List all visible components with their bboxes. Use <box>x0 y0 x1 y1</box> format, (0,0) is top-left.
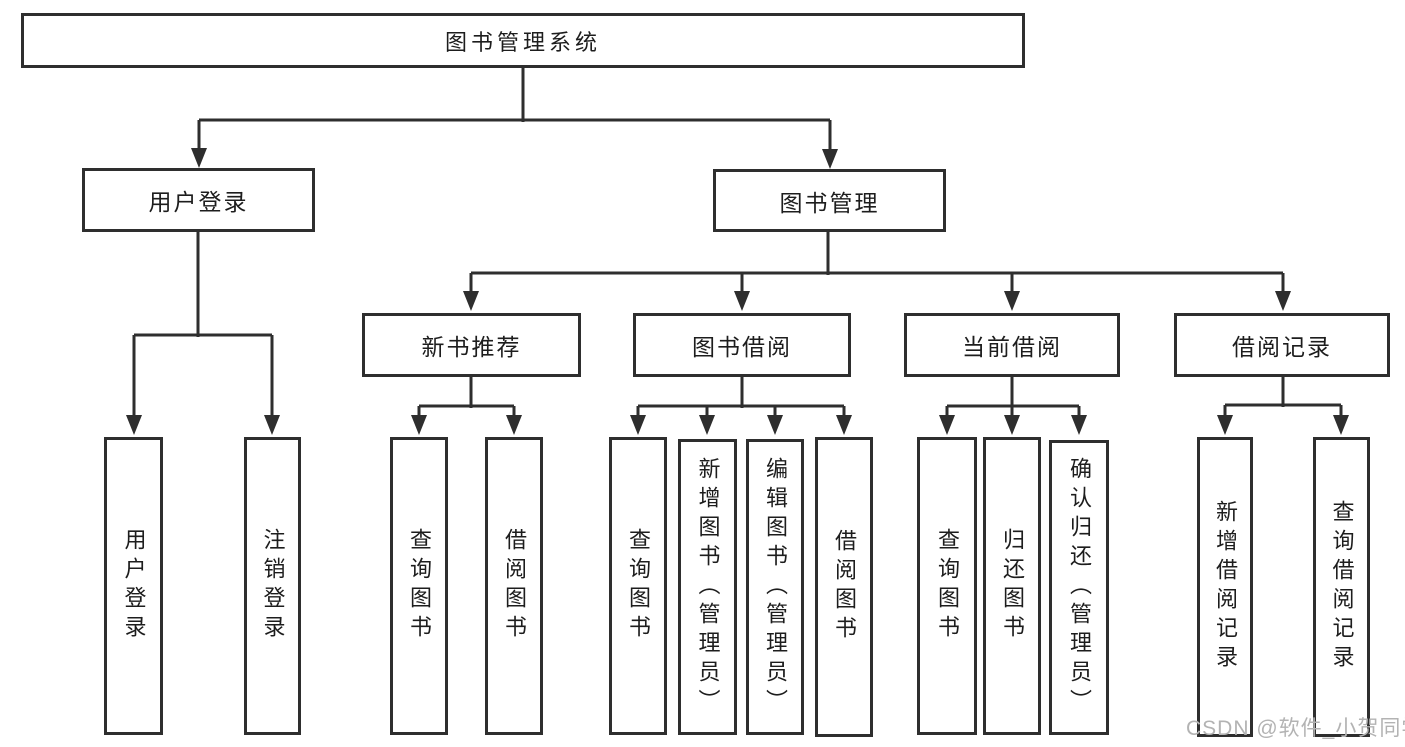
leaf-br-query-record: 查询借阅记录 <box>1313 437 1370 737</box>
leaf-bb-edit-book: 编辑图书（管理员） <box>746 439 804 735</box>
leaf-user-login: 用户登录 <box>104 437 163 735</box>
node-root-label: 图书管理系统 <box>444 29 601 55</box>
leaf-br-add-record: 新增借阅记录 <box>1197 437 1253 737</box>
leaf-nbr-query-book-label: 查询图书 <box>407 528 432 644</box>
leaf-bb-query-book-label: 查询图书 <box>626 528 651 644</box>
leaf-cb-query-book: 查询图书 <box>917 437 977 735</box>
leaf-cb-confirm-return: 确认归还（管理员） <box>1049 440 1109 735</box>
node-book-management: 图书管理 <box>713 169 946 232</box>
leaf-cb-query-book-label: 查询图书 <box>935 528 960 644</box>
leaf-logout: 注销登录 <box>244 437 301 735</box>
leaf-logout-label: 注销登录 <box>260 528 286 644</box>
leaf-bb-add-book-label: 新增图书（管理员） <box>695 456 721 718</box>
node-new-book-recommend: 新书推荐 <box>362 313 581 377</box>
node-book-management-label: 图书管理 <box>779 189 880 216</box>
node-book-borrow-label: 图书借阅 <box>692 334 792 360</box>
leaf-br-query-record-label: 查询借阅记录 <box>1329 500 1355 674</box>
node-book-borrow: 图书借阅 <box>633 313 851 377</box>
leaf-bb-borrow-book-label: 借阅图书 <box>832 529 857 645</box>
leaf-cb-confirm-return-label: 确认归还（管理员） <box>1067 457 1092 718</box>
leaf-cb-return-book-label: 归还图书 <box>1000 528 1025 644</box>
node-root: 图书管理系统 <box>21 13 1025 68</box>
node-user-login-label: 用户登录 <box>148 189 249 215</box>
node-current-borrow-label: 当前借阅 <box>962 334 1062 360</box>
leaf-bb-add-book: 新增图书（管理员） <box>678 439 737 735</box>
leaf-nbr-borrow-book-label: 借阅图书 <box>502 528 527 644</box>
leaf-bb-query-book: 查询图书 <box>609 437 667 735</box>
leaf-bb-borrow-book: 借阅图书 <box>815 437 873 737</box>
node-current-borrow: 当前借阅 <box>904 313 1120 377</box>
leaf-nbr-query-book: 查询图书 <box>390 437 448 735</box>
csdn-watermark: CSDN @软件_小贺同学 <box>1186 717 1405 740</box>
leaf-nbr-borrow-book: 借阅图书 <box>485 437 543 735</box>
leaf-bb-edit-book-label: 编辑图书（管理员） <box>763 456 788 718</box>
arrowheads <box>126 148 1349 435</box>
node-borrow-record-label: 借阅记录 <box>1232 334 1332 360</box>
leaf-br-add-record-label: 新增借阅记录 <box>1213 500 1238 674</box>
node-user-login: 用户登录 <box>82 168 315 232</box>
node-new-book-recommend-label: 新书推荐 <box>421 334 522 360</box>
leaf-user-login-label: 用户登录 <box>121 528 147 644</box>
leaf-cb-return-book: 归还图书 <box>983 437 1041 735</box>
node-borrow-record: 借阅记录 <box>1174 313 1390 377</box>
